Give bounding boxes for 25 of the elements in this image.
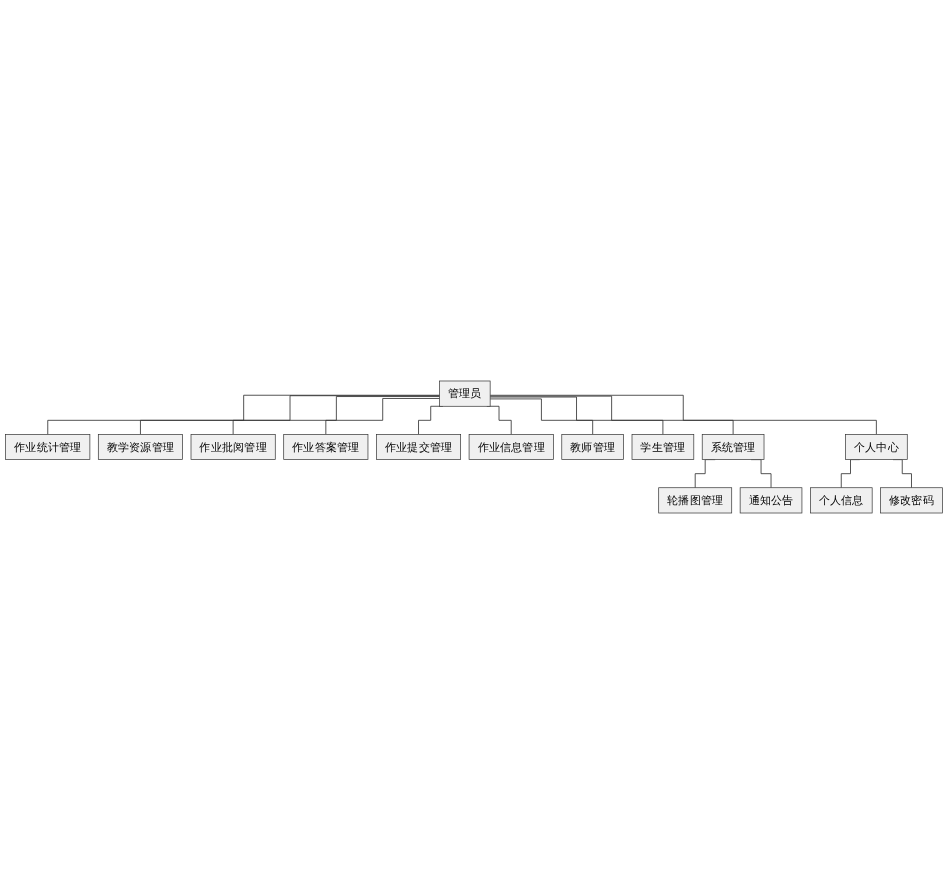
node-box (561, 434, 624, 460)
node-box (701, 434, 765, 460)
connector (418, 405, 444, 435)
node-box (5, 434, 91, 460)
connector (47, 394, 440, 435)
connector (486, 405, 512, 435)
node-box (739, 487, 803, 514)
node-box (880, 487, 943, 514)
node-box (845, 434, 908, 460)
node-box (97, 434, 183, 460)
connector (489, 396, 664, 435)
node-box (810, 487, 873, 514)
connector (489, 398, 594, 435)
connector (489, 395, 734, 435)
node-box (376, 434, 461, 460)
node-box (439, 380, 491, 407)
node-box (190, 434, 276, 460)
connector (140, 395, 440, 435)
connector (325, 398, 440, 435)
node-box (283, 434, 369, 460)
connector (232, 396, 440, 435)
connector (489, 394, 877, 435)
node-box (658, 487, 733, 514)
node-box (631, 434, 695, 460)
node-box (468, 434, 554, 460)
